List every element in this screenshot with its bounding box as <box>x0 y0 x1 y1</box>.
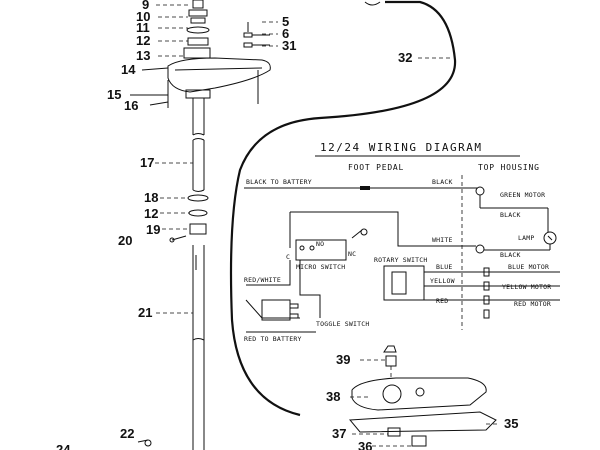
callout-17: 17 <box>140 155 154 170</box>
callout-22: 22 <box>120 426 134 441</box>
label-yellow: YELLOW <box>430 277 455 285</box>
label-red-motor: RED MOTOR <box>514 300 551 308</box>
label-black-mid: BLACK <box>500 211 521 219</box>
callout-16: 16 <box>124 98 138 113</box>
callout-21: 21 <box>138 305 152 320</box>
motor-shaft-assembly <box>137 0 271 450</box>
wiring-diagram-title: 12/24 WIRING DIAGRAM <box>320 141 482 154</box>
top-housing-heading: TOP HOUSING <box>478 163 540 172</box>
callout-35: 35 <box>504 416 518 431</box>
label-yellow-motor: YELLOW MOTOR <box>502 283 551 291</box>
label-rotary-switch: ROTARY SWITCH <box>374 256 427 264</box>
callout-24: 24 <box>56 442 71 450</box>
label-black-top: BLACK <box>432 178 453 186</box>
callout-19: 19 <box>146 222 160 237</box>
callout-15: 15 <box>107 87 121 102</box>
callout-12: 12 <box>136 33 150 48</box>
label-blue: BLUE <box>436 263 452 271</box>
callout-numbers: 9 10 11 12 13 14 15 16 17 18 12 19 20 21… <box>56 0 518 450</box>
callout-39: 39 <box>336 352 350 367</box>
callout-9: 9 <box>142 0 149 12</box>
callout-20: 20 <box>118 233 132 248</box>
label-micro-switch: MICRO SWITCH <box>296 263 345 271</box>
callout-12-lower: 12 <box>144 206 158 221</box>
callout-13: 13 <box>136 48 150 63</box>
label-blue-motor: BLUE MOTOR <box>508 263 549 271</box>
label-red-to-battery: RED TO BATTERY <box>244 335 302 343</box>
callout-31: 31 <box>282 38 296 53</box>
label-red: RED <box>436 297 448 305</box>
callout-6: 6 <box>282 26 289 41</box>
label-toggle-switch: TOGGLE SWITCH <box>316 320 369 328</box>
callout-5: 5 <box>282 14 289 29</box>
label-black-to-battery: BLACK TO BATTERY <box>246 178 312 186</box>
cable-32 <box>229 0 457 417</box>
callout-37: 37 <box>332 426 346 441</box>
callout-11: 11 <box>136 20 150 35</box>
foot-pedal-assembly <box>348 345 500 447</box>
label-red-white: RED/WHITE <box>244 276 281 284</box>
label-white: WHITE <box>432 236 453 244</box>
callout-36: 36 <box>358 439 372 450</box>
foot-pedal-heading: FOOT PEDAL <box>348 163 404 172</box>
callout-32: 32 <box>398 50 412 65</box>
side-fasteners <box>243 22 270 48</box>
label-black-low: BLACK <box>500 251 521 259</box>
callout-14: 14 <box>121 62 136 77</box>
callout-10: 10 <box>136 9 150 24</box>
wiring-diagram: 12/24 WIRING DIAGRAM FOOT PEDAL TOP HOUS… <box>244 141 560 343</box>
callout-38: 38 <box>326 389 340 404</box>
label-nc: NC <box>348 250 356 258</box>
label-lamp: LAMP <box>518 234 534 242</box>
label-no: NO <box>316 240 324 248</box>
label-c: C <box>286 253 290 261</box>
leader-lines <box>130 4 278 314</box>
label-green-motor: GREEN MOTOR <box>500 191 545 199</box>
callout-18: 18 <box>144 190 158 205</box>
